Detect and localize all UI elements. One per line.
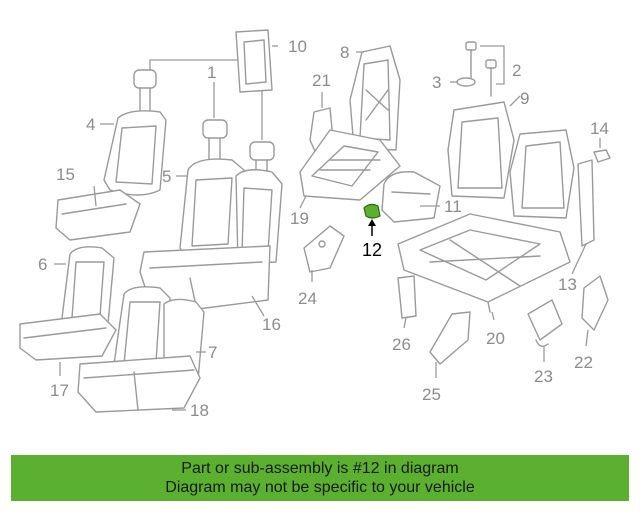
headrest-center [202, 119, 228, 161]
leader-lines-1 [149, 59, 263, 140]
washer-3 [456, 77, 476, 87]
callout-20: 20 [486, 329, 505, 348]
callout-6: 6 [38, 255, 47, 274]
clip-14 [593, 149, 611, 163]
bracket-26 [397, 275, 417, 319]
cushion-17 [19, 313, 117, 361]
frame-19 [299, 129, 401, 201]
banner-line-2: Diagram may not be specific to your vehi… [165, 479, 475, 496]
clip-12-highlighted [363, 203, 381, 236]
seatback-6 [61, 246, 115, 329]
callout-4: 4 [86, 115, 95, 134]
bracket-22 [581, 275, 609, 331]
callout-leaders [54, 45, 601, 411]
callout-5: 5 [162, 167, 171, 186]
callout-16: 16 [262, 315, 281, 334]
parts-diagram: 1 2 3 4 5 6 7 8 9 10 11 12 13 14 15 16 1… [19, 29, 611, 420]
callout-21: 21 [312, 71, 331, 90]
callout-19: 19 [290, 209, 309, 228]
callout-15: 15 [56, 165, 75, 184]
callout-7: 7 [208, 343, 217, 362]
bolt-2 [465, 41, 497, 97]
callout-3: 3 [432, 73, 441, 92]
cushion-18 [77, 355, 201, 413]
callout-13: 13 [558, 275, 577, 294]
callout-2: 2 [512, 61, 521, 80]
callout-22: 22 [574, 353, 593, 372]
bracket-25 [429, 311, 471, 365]
callout-11: 11 [444, 197, 462, 216]
callout-26: 26 [392, 335, 411, 354]
callout-10: 10 [288, 37, 307, 56]
callout-1: 1 [207, 63, 216, 82]
bracket-10 [235, 29, 273, 93]
callout-25: 25 [422, 385, 441, 404]
callout-9: 9 [520, 89, 529, 108]
frame-20 [397, 213, 571, 313]
callout-18: 18 [190, 401, 209, 420]
callout-17: 17 [50, 381, 69, 400]
callout-24: 24 [298, 289, 317, 308]
callout-14: 14 [590, 119, 609, 138]
callout-12-highlighted: 12 [362, 240, 382, 260]
info-banner: Part or sub-assembly is #12 in diagram D… [11, 455, 629, 501]
cushion-15 [55, 189, 141, 241]
frame-9 [447, 101, 575, 219]
bracket-24 [303, 225, 345, 273]
callout-8: 8 [340, 43, 349, 62]
banner-line-1: Part or sub-assembly is #12 in diagram [181, 460, 459, 477]
seatback-7 [113, 286, 205, 381]
cover-23 [527, 299, 563, 347]
headrest-left [133, 69, 157, 111]
trim-13 [577, 159, 595, 247]
frame-8 [349, 45, 401, 151]
armrest-11 [381, 171, 441, 223]
callout-23: 23 [534, 367, 553, 386]
seatback-5 [179, 158, 283, 265]
